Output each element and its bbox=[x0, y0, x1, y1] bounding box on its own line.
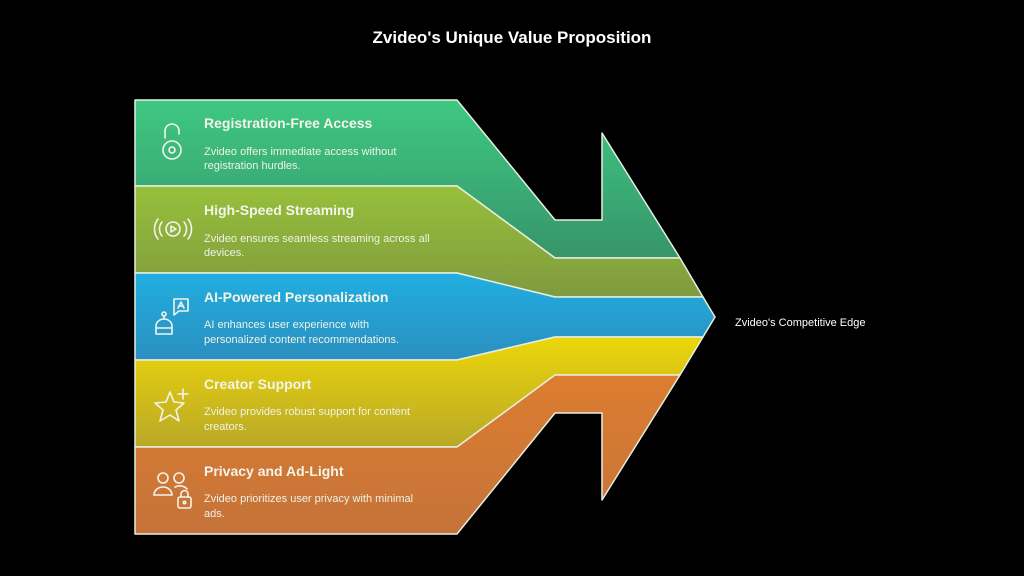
robot-chat-icon bbox=[155, 298, 189, 335]
item-creator-support: Creator Support Zvideo provides robust s… bbox=[204, 376, 410, 433]
competitive-edge-label: Zvideo's Competitive Edge bbox=[735, 317, 866, 329]
item-description-line: Zvideo prioritizes user privacy with min… bbox=[204, 493, 413, 505]
item-description-line: Zvideo ensures seamless streaming across… bbox=[204, 233, 430, 245]
item-title: AI-Powered Personalization bbox=[204, 289, 388, 305]
broadcast-play-icon bbox=[153, 218, 193, 240]
users-lock-icon bbox=[153, 472, 192, 509]
band-privacy-ad-light bbox=[134, 374, 681, 535]
item-description-line: registration hurdles. bbox=[204, 160, 301, 172]
item-title: High-Speed Streaming bbox=[204, 202, 354, 218]
item-privacy-ad-light: Privacy and Ad-Light Zvideo prioritizes … bbox=[204, 463, 413, 520]
diagram-title: Zvideo's Unique Value Proposition bbox=[373, 28, 652, 47]
item-description-line: creators. bbox=[204, 421, 247, 433]
item-high-speed-streaming: High-Speed Streaming Zvideo ensures seam… bbox=[204, 202, 430, 259]
item-description-line: personalized content recommendations. bbox=[204, 334, 399, 346]
star-plus-icon bbox=[154, 388, 189, 422]
item-description-line: ads. bbox=[204, 508, 225, 520]
item-description-line: Zvideo provides robust support for conte… bbox=[204, 406, 410, 418]
item-description-line: Zvideo offers immediate access without bbox=[204, 146, 396, 158]
item-description-line: devices. bbox=[204, 247, 244, 259]
item-title: Creator Support bbox=[204, 376, 312, 392]
unlocked-padlock-icon bbox=[162, 123, 182, 160]
item-ai-personalization: AI-Powered Personalization AI enhances u… bbox=[204, 289, 399, 346]
item-description-line: AI enhances user experience with bbox=[204, 319, 369, 331]
item-title: Registration-Free Access bbox=[204, 115, 373, 131]
item-registration-free-access: Registration-Free Access Zvideo offers i… bbox=[204, 115, 396, 172]
item-title: Privacy and Ad-Light bbox=[204, 463, 344, 479]
